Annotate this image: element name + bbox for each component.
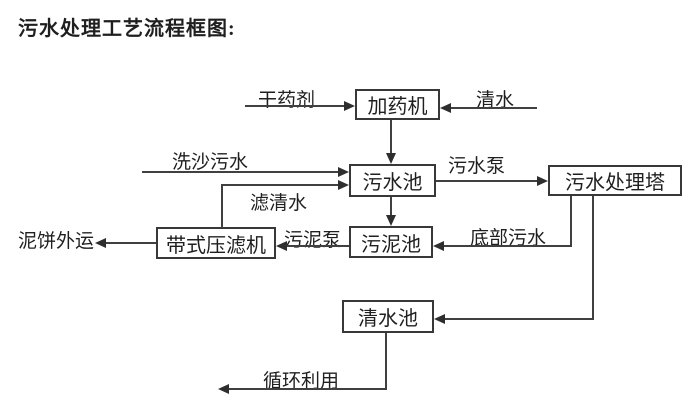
label-mud-cake-outbound: 泥饼外运 — [18, 231, 95, 252]
label-dry-agent: 干药剂 — [258, 90, 316, 111]
label-sludge-pump: 污泥泵 — [284, 230, 342, 251]
flow-line-sewage-pump — [436, 180, 537, 182]
label-filtered-clean-water: 滤清水 — [250, 193, 308, 214]
node-dosing-machine: 加药机 — [355, 89, 440, 120]
node-belt-filter-press: 带式压滤机 — [156, 227, 276, 259]
label-sewage-pump: 污水泵 — [448, 156, 506, 177]
flow-line-bottom-sewage-h — [444, 245, 572, 247]
flow-line-sludge-pump — [287, 245, 349, 247]
arrow-sewage-into-sludge-icon — [386, 215, 396, 226]
flow-line-recycle-v — [385, 333, 387, 390]
arrow-dry-agent-into-dosing-icon — [344, 101, 355, 111]
flow-line-dosing-to-sewage — [390, 120, 392, 154]
label-sand-washing-sewage: 洗沙污水 — [172, 152, 249, 173]
flow-line-dry-agent — [245, 105, 344, 107]
node-sludge-pool: 污泥池 — [349, 226, 433, 258]
node-sewage-treatment-tower: 污水处理塔 — [548, 165, 682, 196]
arrow-bottom-sewage-into-sludge-icon — [433, 241, 444, 251]
flow-line-filtered-water-v — [221, 184, 223, 228]
flow-line-recycle-h — [229, 388, 386, 390]
diagram-title: 污水处理工艺流程框图: — [18, 18, 236, 40]
flow-line-bottom-sewage-v — [570, 196, 572, 247]
flow-line-filtered-water-h — [222, 184, 338, 186]
label-bottom-sewage: 底部污水 — [470, 228, 547, 249]
arrow-filtered-water-into-sewage-icon — [338, 180, 349, 190]
flow-line-sewage-to-sludge — [390, 197, 392, 216]
flow-line-tower-to-clean-v — [592, 196, 594, 320]
flow-line-sand-washing-sewage — [142, 171, 338, 173]
flow-line-clean-water — [451, 107, 537, 109]
arrow-sludge-into-press-icon — [276, 241, 287, 251]
label-clean-water: 清水 — [476, 90, 515, 111]
label-recycling: 循环利用 — [263, 371, 340, 392]
arrow-sewage-into-tower-icon — [537, 176, 548, 186]
arrow-mud-cake-outbound-icon — [95, 238, 106, 248]
arrow-clean-water-into-dosing-icon — [440, 103, 451, 113]
arrow-dosing-into-sewage-pool-icon — [386, 153, 396, 164]
flow-line-tower-to-clean-h — [445, 318, 594, 320]
flow-line-mud-cake-out — [106, 242, 156, 244]
arrow-recycling-out-icon — [218, 384, 229, 394]
node-clean-water-pool: 清水池 — [342, 300, 434, 333]
node-sewage-pool: 污水池 — [349, 164, 436, 197]
arrow-sand-washing-into-sewage-icon — [338, 167, 349, 177]
arrow-tower-into-clean-pool-icon — [434, 314, 445, 324]
